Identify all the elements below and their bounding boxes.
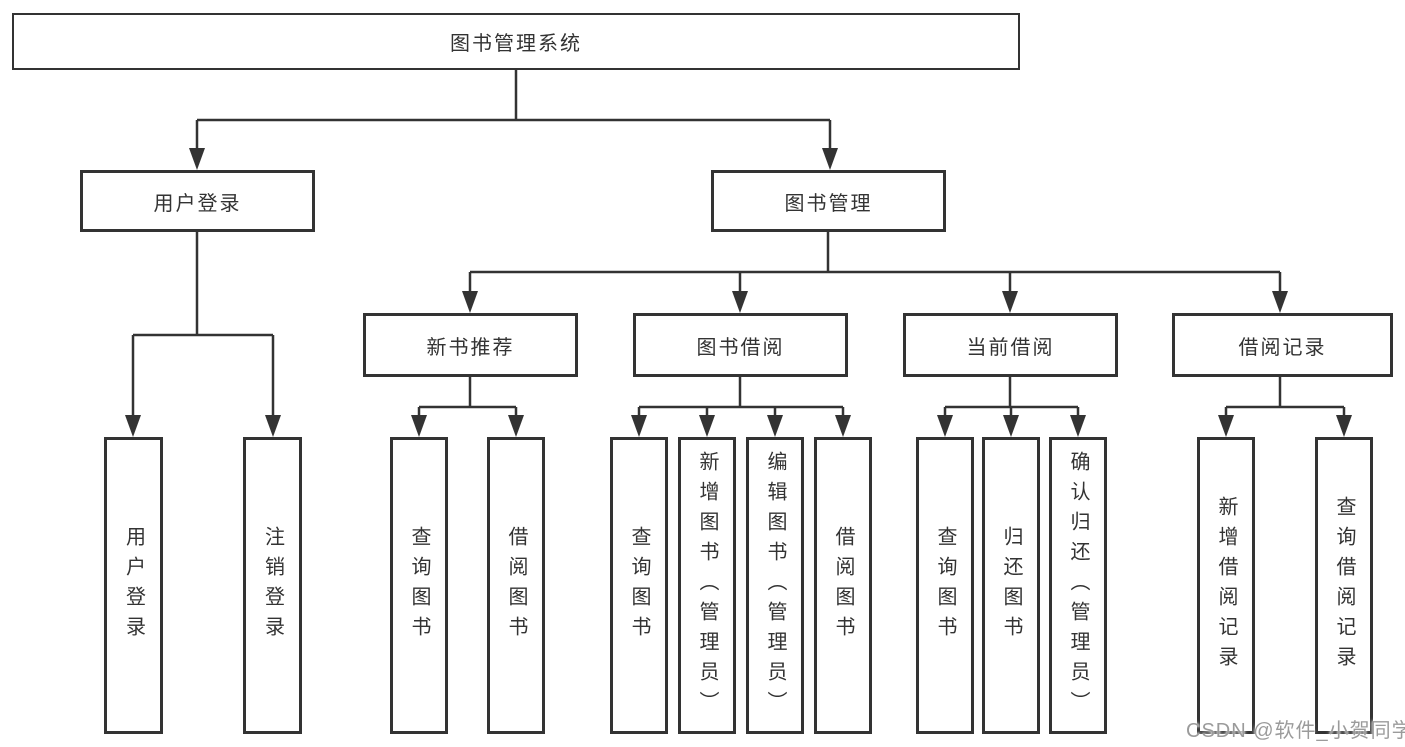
leaf-label: 新增借阅记录 <box>1215 495 1237 676</box>
leaf-label: 新增图书（管理员） <box>696 450 718 721</box>
leaf-label: 查询图书 <box>408 525 430 646</box>
node-new-book-recommendation: 新书推荐 <box>363 313 578 377</box>
leaf-label: 借阅图书 <box>505 525 527 646</box>
leaf-edit-books-admin: 编辑图书（管理员） <box>746 437 804 734</box>
leaf-label: 查询借阅记录 <box>1333 495 1355 676</box>
leaf-label: 确认归还（管理员） <box>1067 450 1089 721</box>
csdn-watermark: CSDN @软件_小贺同学 <box>1186 720 1405 742</box>
leaf-label: 注销登录 <box>261 525 284 646</box>
leaf-label: 查询图书 <box>628 525 650 646</box>
leaf-query-books-borrowing: 查询图书 <box>610 437 668 734</box>
node-book-borrowing: 图书借阅 <box>633 313 848 377</box>
leaf-query-books-current: 查询图书 <box>916 437 974 734</box>
leaf-logout-login: 注销登录 <box>243 437 302 734</box>
leaf-label: 编辑图书（管理员） <box>764 450 786 721</box>
leaf-user-login: 用户登录 <box>104 437 163 734</box>
node-borrowing-records: 借阅记录 <box>1172 313 1393 377</box>
leaf-query-borrow-record: 查询借阅记录 <box>1315 437 1373 734</box>
leaf-borrow-books-borrowing: 借阅图书 <box>814 437 872 734</box>
leaf-label: 用户登录 <box>122 525 145 646</box>
leaf-label: 归还图书 <box>1000 525 1022 646</box>
node-book-management: 图书管理 <box>711 170 946 232</box>
node-current-borrowing: 当前借阅 <box>903 313 1118 377</box>
leaf-query-books-recommend: 查询图书 <box>390 437 448 734</box>
leaf-confirm-return-admin: 确认归还（管理员） <box>1049 437 1107 734</box>
leaf-return-books: 归还图书 <box>982 437 1040 734</box>
leaf-borrow-books-recommend: 借阅图书 <box>487 437 545 734</box>
node-user-login: 用户登录 <box>80 170 315 232</box>
leaf-add-books-admin: 新增图书（管理员） <box>678 437 736 734</box>
node-root-library-management-system: 图书管理系统 <box>12 13 1020 70</box>
leaf-label: 查询图书 <box>934 525 956 646</box>
leaf-label: 借阅图书 <box>832 525 854 646</box>
leaf-add-borrow-record: 新增借阅记录 <box>1197 437 1255 734</box>
